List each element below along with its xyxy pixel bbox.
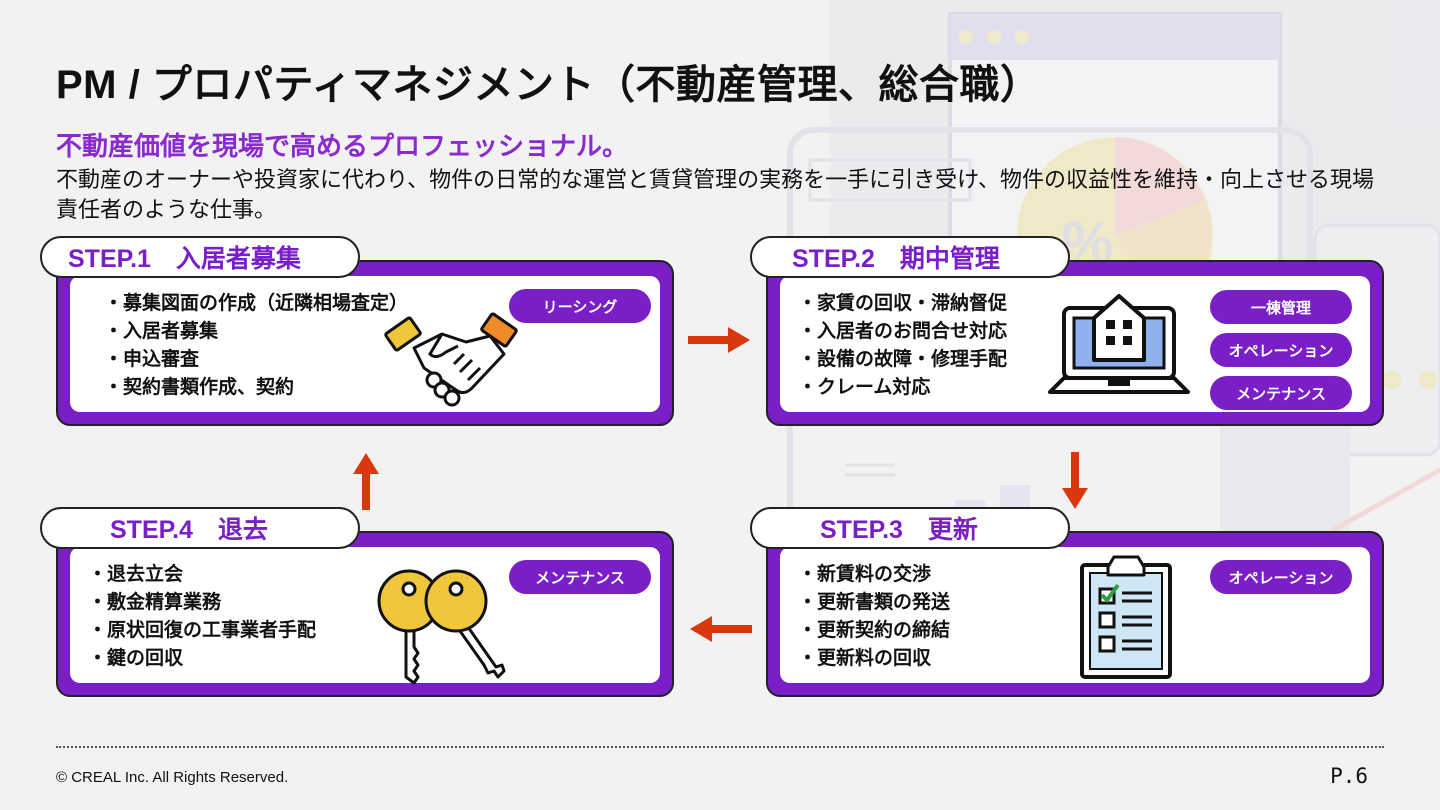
list-item: ・クレーム対応 [798,377,931,398]
step-label: STEP.3 更新 [750,507,1070,549]
step-task-list: ・募集図面の作成（近隣相場査定） ・入居者募集 ・申込審査 ・契約書類作成、契約 [104,290,408,402]
arrow-right-icon [688,327,750,353]
arrow-left-icon [690,616,752,642]
list-item: ・更新料の回収 [798,648,932,669]
list-item: ・申込審査 [104,349,200,370]
copyright-text: © CREAL Inc. All Rights Reserved. [56,769,289,786]
clipboard-checklist-icon [1080,555,1172,679]
step-card-2: STEP.2 期中管理 ・家賃の回収・滞納督促 ・入居者のお問合せ対応 ・設備の… [750,236,1384,426]
role-tag: メンテナンス [509,560,651,594]
list-item: ・退去立会 [88,564,184,585]
step-label: STEP.2 期中管理 [750,236,1070,278]
list-item: ・設備の故障・修理手配 [798,349,1008,370]
role-tag: 一棟管理 [1210,290,1352,324]
page-subtitle: 不動産価値を現場で高めるプロフェッショナル。 [56,131,629,161]
list-item: ・更新契約の締結 [798,620,951,641]
page-title: PM / プロパティマネジメント（不動産管理、総合職） [56,63,1041,107]
handshake-icon [384,312,518,407]
step-card-4: STEP.4 退去 ・退去立会 ・敷金精算業務 ・原状回復の工事業者手配 ・鍵の… [40,507,674,697]
list-item: ・契約書類作成、契約 [104,377,295,398]
list-item: ・入居者募集 [104,321,219,342]
role-tag: メンテナンス [1210,376,1352,410]
page-description: 不動産のオーナーや投資家に代わり、物件の日常的な運営と賃貸管理の実務を一手に引き… [56,167,1375,222]
step-card-3: STEP.3 更新 ・新賃料の交渉 ・更新書類の発送 ・更新契約の締結 ・更新料… [750,507,1384,697]
role-tag: リーシング [509,289,651,323]
role-tag: オペレーション [1210,560,1352,594]
page-number: P.6 [1330,764,1368,788]
footer-divider [56,746,1384,748]
step-label: STEP.4 退去 [40,507,360,549]
list-item: ・家賃の回収・滞納督促 [798,293,1008,314]
step-task-list: ・家賃の回収・滞納督促 ・入居者のお問合せ対応 ・設備の故障・修理手配 ・クレー… [798,290,1007,402]
arrow-down-icon [1062,452,1088,509]
step-task-list: ・退去立会 ・敷金精算業務 ・原状回復の工事業者手配 ・鍵の回収 [88,561,316,673]
list-item: ・原状回復の工事業者手配 [88,620,317,641]
list-item: ・敷金精算業務 [88,592,222,613]
role-tag: オペレーション [1210,333,1352,367]
keys-icon [377,569,506,685]
list-item: ・募集図面の作成（近隣相場査定） [104,293,409,314]
list-item: ・入居者のお問合せ対応 [798,321,1008,342]
step-label: STEP.1 入居者募集 [40,236,360,278]
arrow-up-icon [353,453,379,510]
step-card-1: STEP.1 入居者募集 ・募集図面の作成（近隣相場査定） ・入居者募集 ・申込… [40,236,674,426]
list-item: ・更新書類の発送 [798,592,951,613]
step-task-list: ・新賃料の交渉 ・更新書類の発送 ・更新契約の締結 ・更新料の回収 [798,561,950,673]
list-item: ・新賃料の交渉 [798,564,932,585]
list-item: ・鍵の回収 [88,648,184,669]
laptop-building-icon [1048,294,1190,394]
